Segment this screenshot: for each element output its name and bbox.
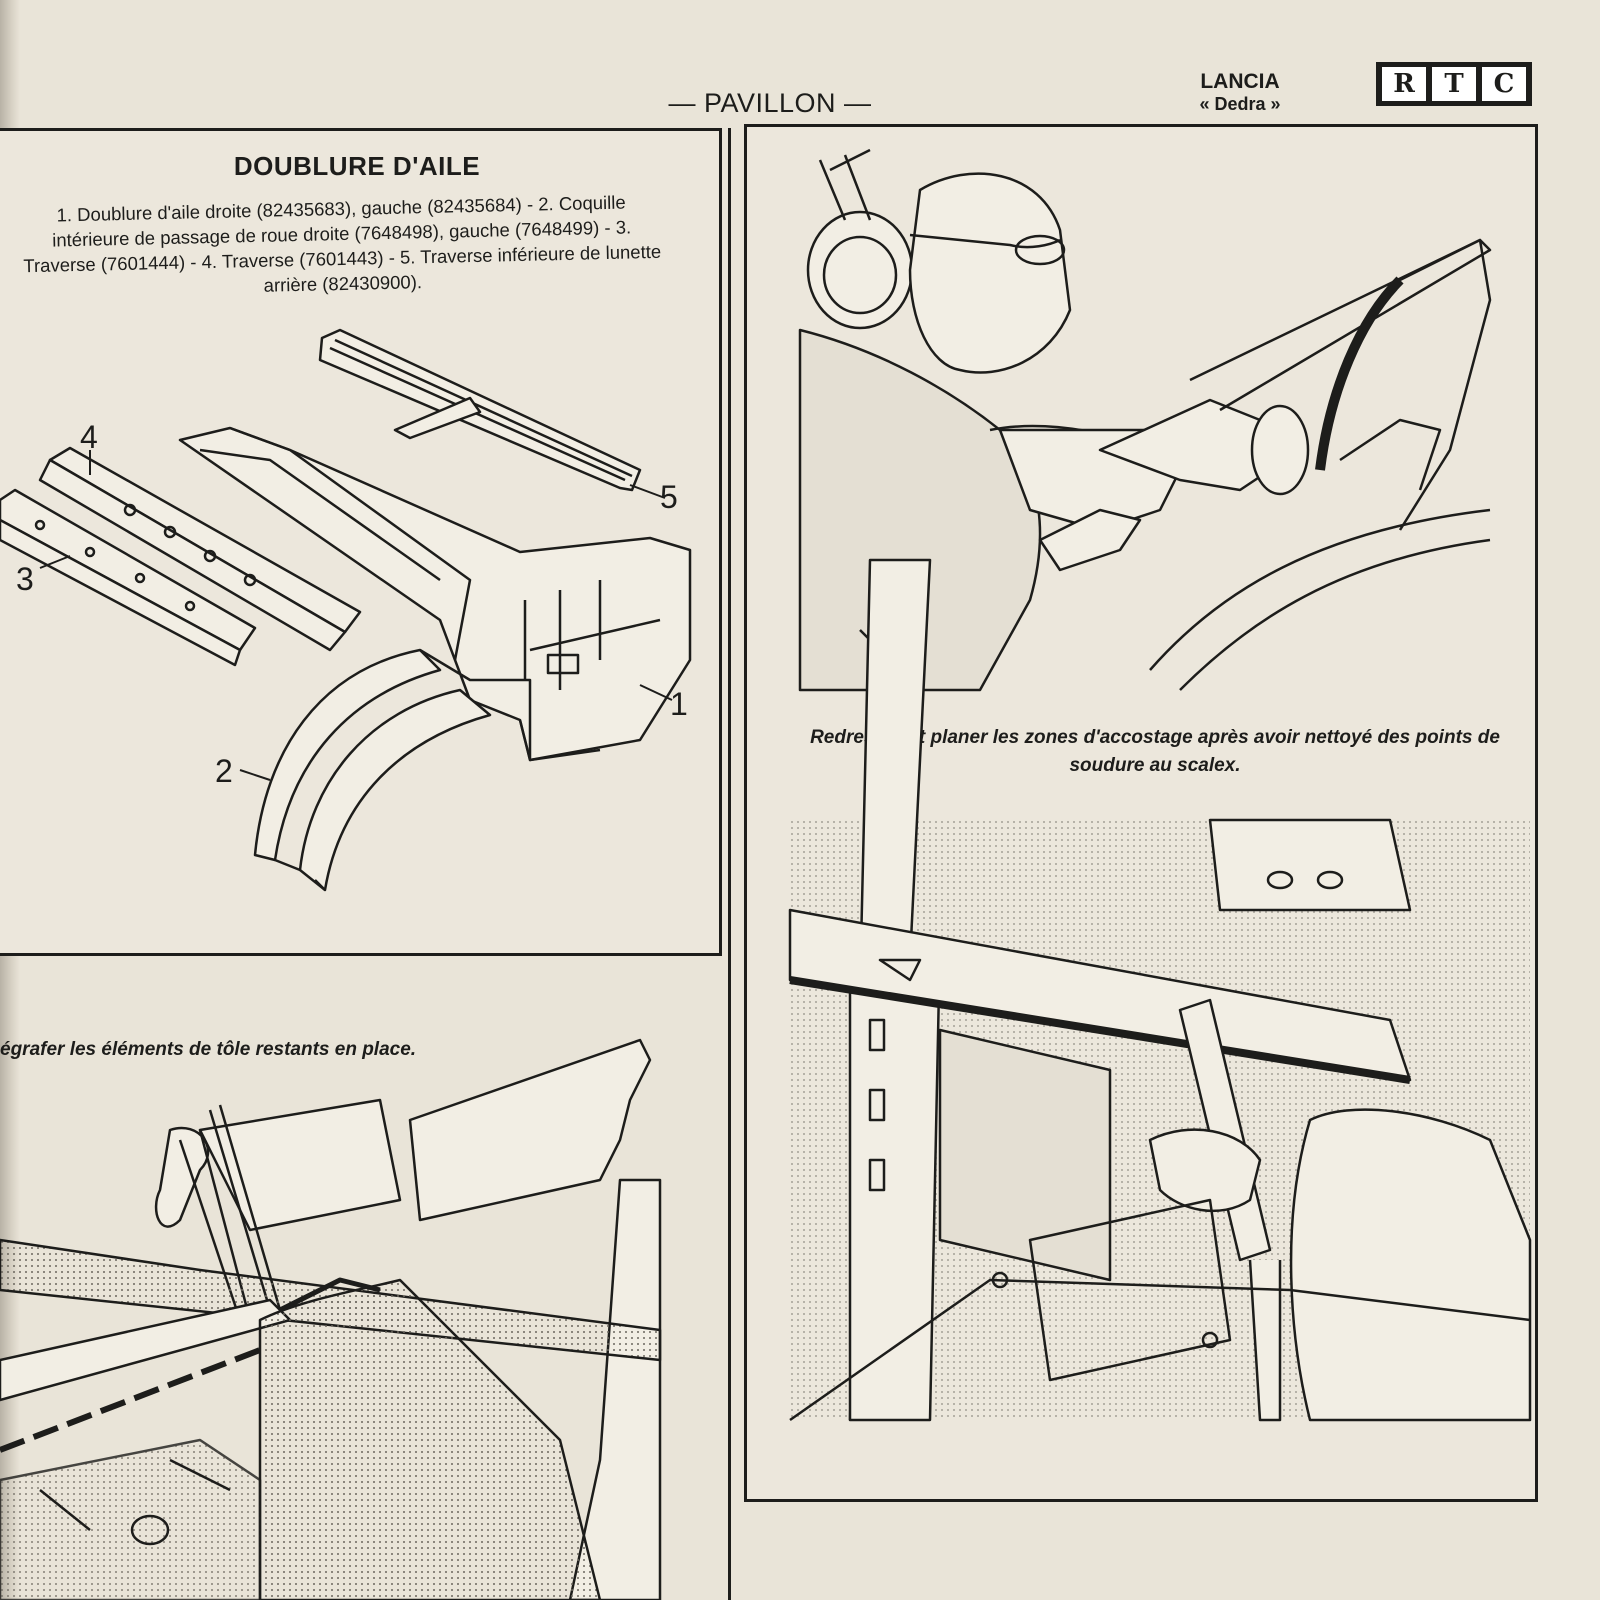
part-label-2: 2 [215, 753, 233, 789]
chisel-cutting-illustration [788, 558, 1532, 1422]
parts-exploded-diagram: 5 1 2 3 4 [0, 328, 692, 892]
brand-block: LANCIA « Dedra » [1180, 70, 1300, 115]
logo-letter-r: R [1382, 67, 1426, 101]
part-label-5: 5 [660, 479, 678, 515]
rtc-logo: R T C [1376, 62, 1532, 106]
pliers-unclip-illustration [0, 1038, 662, 1600]
brand-model: « Dedra » [1199, 94, 1281, 115]
brand-make: LANCIA [1200, 70, 1280, 93]
part-label-3: 3 [16, 561, 34, 597]
logo-letter-c: C [1482, 67, 1526, 101]
section-title: — PAVILLON — [668, 88, 872, 118]
panel-title: DOUBLURE D'AILE [233, 151, 481, 181]
caption-unclip: égrafer les éléments de tôle restants en… [0, 1039, 417, 1060]
logo-letter-t: T [1432, 67, 1476, 101]
part-label-1: 1 [670, 686, 688, 722]
parts-legend: 1. Doublure d'aile droite (82435683), ga… [23, 191, 662, 296]
part-label-4: 4 [80, 419, 98, 455]
column-divider [728, 128, 731, 1600]
grinder-technician-illustration [798, 148, 1492, 692]
caption-straighten: Redresser et planer les zones d'accostag… [810, 727, 1500, 776]
